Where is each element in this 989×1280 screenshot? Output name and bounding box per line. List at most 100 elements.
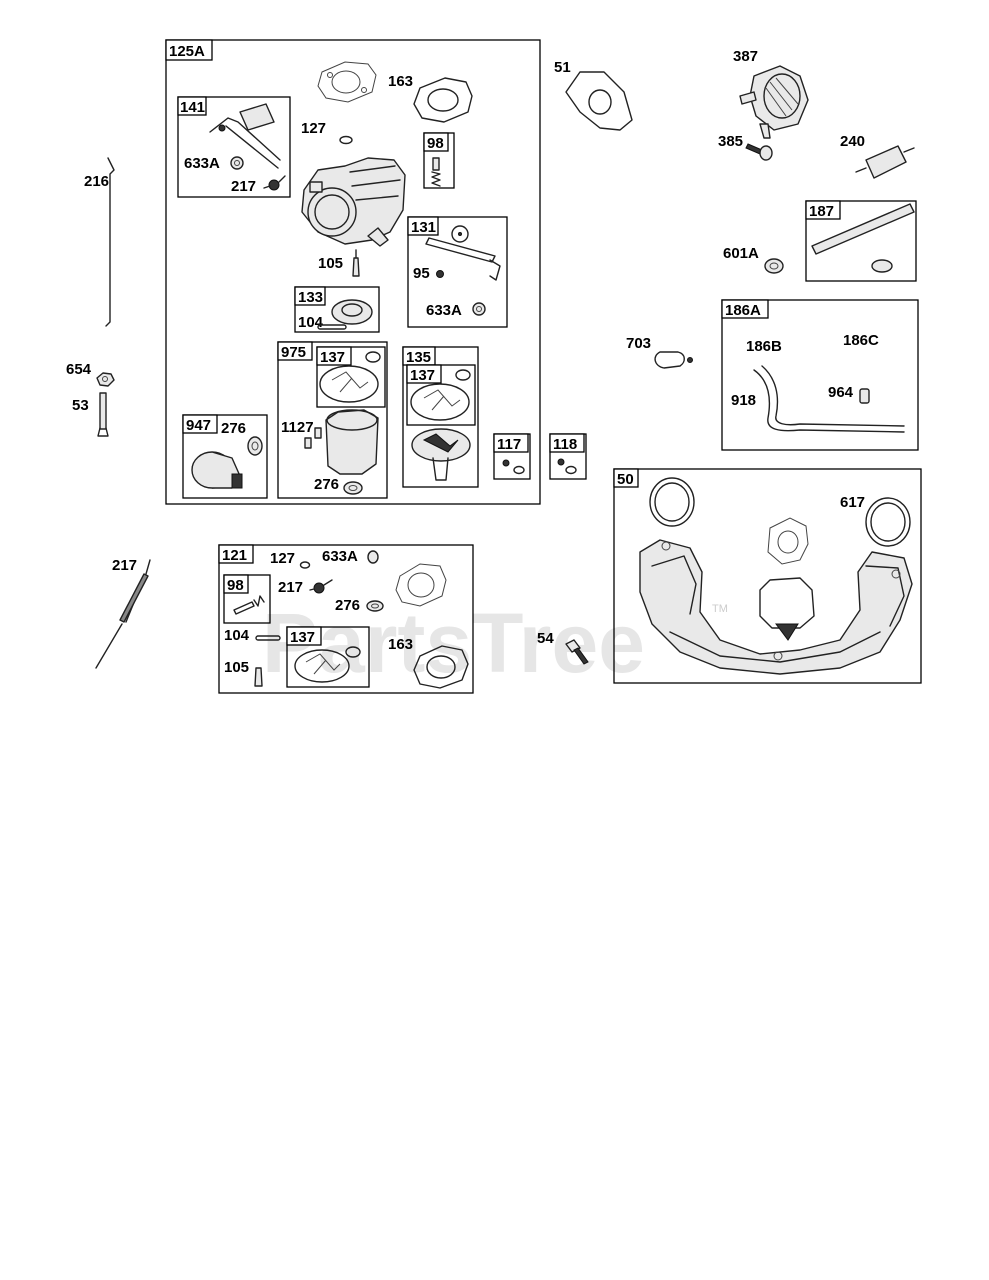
label-216: 216 <box>84 173 109 190</box>
label-240: 240 <box>840 133 865 150</box>
label-633A: 633A <box>184 155 220 172</box>
label-617: 617 <box>840 494 865 511</box>
label-54: 54 <box>537 630 554 647</box>
throttle-shaft-assembly[interactable] <box>425 225 501 281</box>
group-137-kit[interactable]: 137 <box>286 626 370 688</box>
intake-gasket-small[interactable] <box>767 517 809 565</box>
screw-spring-98[interactable] <box>431 157 441 187</box>
label-104: 104 <box>298 314 324 331</box>
bushing-633A-kit[interactable] <box>367 550 379 564</box>
spring-217-kit[interactable] <box>309 579 333 594</box>
group-tag-975: 975 <box>281 344 306 361</box>
gasket-kit-top[interactable] <box>395 563 447 607</box>
group-tag-125A: 125A <box>169 43 205 60</box>
group-141[interactable]: 141 <box>177 96 291 198</box>
fitting-964[interactable] <box>859 388 870 404</box>
intake-manifold-50[interactable] <box>639 539 913 675</box>
choke-shaft-assembly[interactable] <box>209 103 281 169</box>
gasket-163[interactable] <box>413 77 473 123</box>
gasket-top[interactable] <box>317 61 377 103</box>
float-pin-104[interactable] <box>317 324 347 330</box>
label-276: 276 <box>314 476 339 493</box>
label-186C: 186C <box>843 332 879 349</box>
stud-53[interactable] <box>97 392 109 437</box>
o-ring-127-kit[interactable] <box>299 561 311 569</box>
fuel-pump-387[interactable] <box>739 65 809 139</box>
screw-95[interactable] <box>436 270 444 278</box>
group-975[interactable]: 975 <box>277 341 388 499</box>
label-95: 95 <box>413 265 430 282</box>
group-118[interactable]: 118 <box>549 433 587 480</box>
label-104-kit: 104 <box>224 627 250 644</box>
group-135[interactable]: 135 <box>402 346 479 488</box>
gasket-51[interactable] <box>565 71 633 131</box>
group-187[interactable]: 187 <box>805 200 917 282</box>
clamp-601A[interactable] <box>764 258 784 274</box>
fuel-line-918[interactable] <box>753 365 905 433</box>
label-276-kit: 276 <box>335 597 360 614</box>
solenoid-947[interactable] <box>191 451 243 489</box>
watermark: PartsTree <box>262 596 645 690</box>
group-947[interactable]: 947 <box>182 414 268 499</box>
o-ring-127[interactable] <box>339 135 353 145</box>
label-387: 387 <box>733 48 758 65</box>
group-tag-137-kit: 137 <box>290 629 315 646</box>
washer-276-kit[interactable] <box>366 600 384 612</box>
float-bowl[interactable] <box>325 409 379 475</box>
group-125A[interactable]: 125A <box>165 39 541 505</box>
gasket-kit-137-a[interactable] <box>319 351 381 403</box>
group-tag-98: 98 <box>427 135 444 152</box>
gasket-kit-137-c[interactable] <box>294 646 361 683</box>
group-98-kit[interactable]: 98 <box>223 574 271 624</box>
carburetor-body[interactable] <box>301 157 406 247</box>
jet-117[interactable] <box>502 459 525 475</box>
label-633A-throttle: 633A <box>426 302 462 319</box>
group-131[interactable]: 131 <box>407 216 508 328</box>
label-918: 918 <box>731 392 756 409</box>
label-51: 51 <box>554 59 571 76</box>
needle-105[interactable] <box>352 249 360 277</box>
carburetor-base-135[interactable] <box>411 428 471 481</box>
fuel-filter-240[interactable] <box>855 145 915 179</box>
screw-1127[interactable] <box>304 427 322 449</box>
governor-link-216[interactable] <box>105 157 115 327</box>
group-117[interactable]: 117 <box>493 433 531 480</box>
screw-385[interactable] <box>745 143 773 161</box>
governor-spring-217[interactable] <box>95 559 151 669</box>
washer-276-b[interactable] <box>247 436 263 456</box>
washer-276-a[interactable] <box>343 481 363 495</box>
group-133[interactable]: 133 <box>294 286 380 333</box>
screw-spring-98-kit[interactable] <box>233 595 265 615</box>
screw-54[interactable] <box>565 639 589 665</box>
float-133[interactable] <box>331 299 373 325</box>
needle-105-kit[interactable] <box>254 667 263 687</box>
group-tag-137-b: 137 <box>410 367 435 384</box>
group-98[interactable]: 98 <box>423 132 455 189</box>
group-tag-50: 50 <box>617 471 634 488</box>
gasket-617-left[interactable] <box>649 477 695 527</box>
pin-104-kit[interactable] <box>255 635 281 641</box>
bushing-633A-throttle[interactable] <box>472 302 486 316</box>
label-703: 703 <box>626 335 651 352</box>
gasket-617-right[interactable] <box>865 497 911 547</box>
group-186A[interactable]: 186A <box>721 299 919 451</box>
group-tag-121: 121 <box>222 547 247 564</box>
group-121[interactable]: 121 <box>218 544 474 694</box>
gasket-kit-137-b[interactable] <box>410 369 471 421</box>
group-137-in-975[interactable]: 137 <box>316 346 386 408</box>
spring-217[interactable] <box>263 175 286 191</box>
label-163-kit: 163 <box>388 636 413 653</box>
group-137-in-135[interactable]: 137 <box>406 364 476 426</box>
nut-654[interactable] <box>96 372 115 387</box>
label-1127: 1127 <box>281 419 314 436</box>
label-964: 964 <box>828 384 854 401</box>
bushing-633A[interactable] <box>230 156 244 170</box>
clip-703[interactable] <box>654 351 693 369</box>
label-654: 654 <box>66 361 92 378</box>
gasket-163-kit[interactable] <box>413 645 469 689</box>
fuel-line-187[interactable] <box>811 203 915 273</box>
group-50[interactable]: 50 <box>613 468 922 684</box>
watermark-trademark: TM <box>712 603 728 615</box>
jet-118[interactable] <box>557 458 577 475</box>
